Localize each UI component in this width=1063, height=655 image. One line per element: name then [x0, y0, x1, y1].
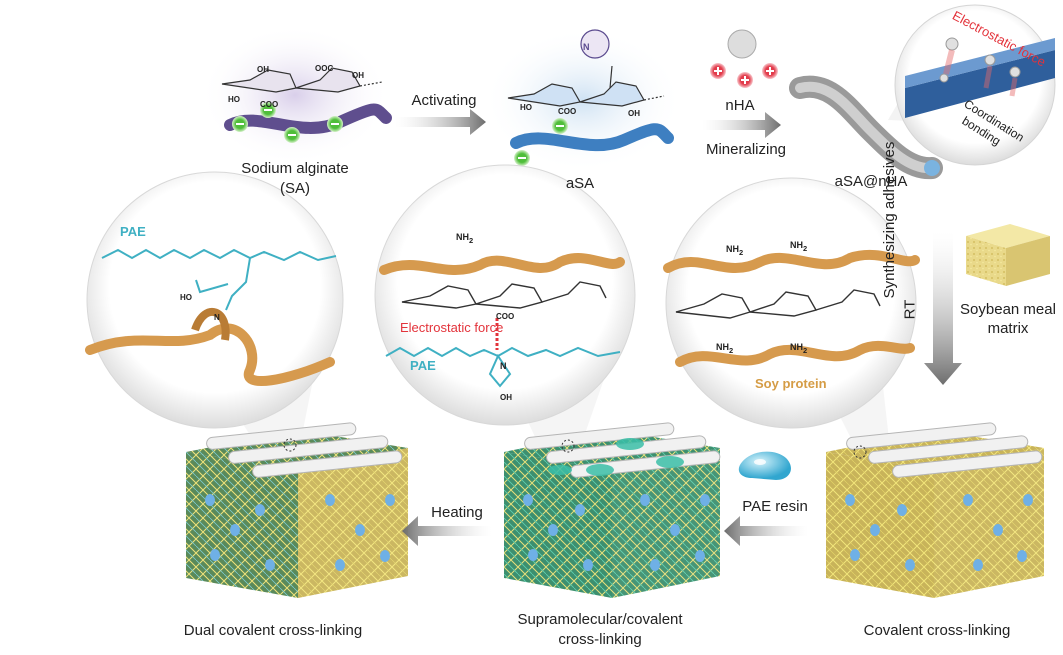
- right-nh2-label-2: NH2: [790, 236, 807, 258]
- dual-covalent-label: Dual covalent cross-linking: [158, 621, 388, 640]
- pae-resin-arrow: [724, 516, 808, 546]
- sa-coo-label: COO: [260, 95, 278, 114]
- middle-n-plus-label: N: [500, 357, 507, 376]
- middle-nh2-label: NH2: [456, 228, 473, 250]
- rt-label: RT: [901, 295, 920, 325]
- asa-ho-label: HO: [520, 98, 532, 117]
- cube-supramolecular: [504, 422, 720, 598]
- middle-coo-label: COO: [496, 307, 514, 326]
- sa-oh-label: OH: [257, 60, 269, 79]
- nha-particle: [728, 30, 756, 58]
- sa-label-abbr: (SA): [230, 179, 360, 198]
- left-oh-label: HO: [180, 288, 192, 307]
- bubble-left: [87, 172, 343, 428]
- right-nh2-label-3: NH2: [716, 338, 733, 360]
- pae-resin-droplet: [739, 452, 791, 480]
- supramolecular-label-line1: Supramolecular/covalent: [495, 610, 705, 629]
- asa-label: aSA: [560, 174, 600, 193]
- covalent-label: Covalent cross-linking: [842, 621, 1032, 640]
- soybean-meal-cube: [966, 224, 1050, 286]
- right-nh2-label-4: NH2: [790, 338, 807, 360]
- asa-oh-label: OH: [628, 104, 640, 123]
- right-nh2-label-1: NH2: [726, 240, 743, 262]
- middle-oh-label: OH: [500, 388, 512, 407]
- fiber-end: [924, 160, 940, 176]
- nha-positive-ions: [710, 63, 778, 88]
- mineralizing-label: Mineralizing: [696, 140, 796, 159]
- activating-label: Activating: [404, 91, 484, 110]
- pae-label-middle: PAE: [410, 356, 436, 375]
- mineralizing-arrow: [702, 112, 781, 138]
- pae-label-left: PAE: [120, 222, 146, 241]
- sa-ooc-label: OOC: [315, 59, 333, 78]
- soybean-matrix-label: matrix: [958, 319, 1058, 338]
- soybean-meal-label: Soybean meal: [958, 300, 1058, 319]
- sa-label: Sodium alginate: [230, 159, 360, 178]
- activating-arrow: [395, 109, 486, 135]
- synthesizing-arrow: [924, 232, 962, 385]
- supramolecular-label-line2: cross-linking: [495, 630, 705, 649]
- left-nh-n-label: N: [214, 308, 220, 327]
- electrostatic-force-middle-label: Electrostatic force: [400, 318, 503, 337]
- asa-coo-label: COO: [558, 102, 576, 121]
- pae-resin-label: PAE resin: [740, 497, 810, 516]
- sa-oh-label-2: OH: [352, 66, 364, 85]
- cube-covalent: [826, 422, 1044, 598]
- synthesizing-label: Synthesizing adhesives: [880, 140, 899, 300]
- bubble-middle: [375, 165, 635, 425]
- asa-nha-label: aSA@nHA: [826, 172, 916, 191]
- cube-dual-covalent: [186, 422, 408, 598]
- heating-label: Heating: [422, 503, 492, 522]
- nha-label: nHA: [720, 96, 760, 115]
- asa-n-label: N: [583, 38, 590, 57]
- soy-protein-label: Soy protein: [755, 374, 827, 393]
- sa-ho-label: HO: [228, 90, 240, 109]
